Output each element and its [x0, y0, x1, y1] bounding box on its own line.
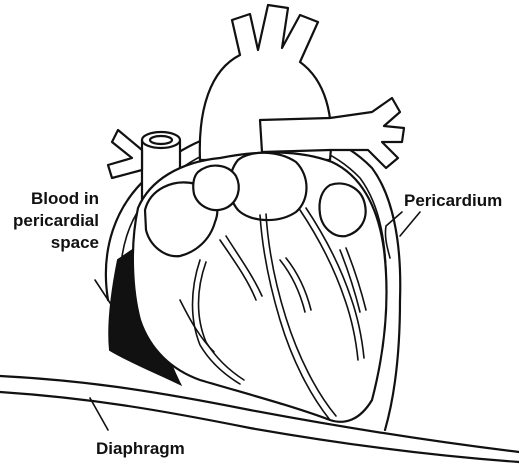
aortic-root [193, 166, 239, 210]
pericardium-label: Pericardium [404, 190, 502, 212]
blood-label-line1: Blood in [13, 188, 99, 210]
blood-in-pericardial-space-label: Blood in pericardial space [13, 188, 99, 254]
left-atrial-appendage [319, 184, 365, 237]
diaphragm-label: Diaphragm [96, 438, 185, 460]
pulmonary-trunk [230, 153, 307, 220]
left-pulmonary-vessels [108, 130, 142, 178]
blood-label-line3: space [13, 232, 99, 254]
blood-label-line2: pericardial [13, 210, 99, 232]
